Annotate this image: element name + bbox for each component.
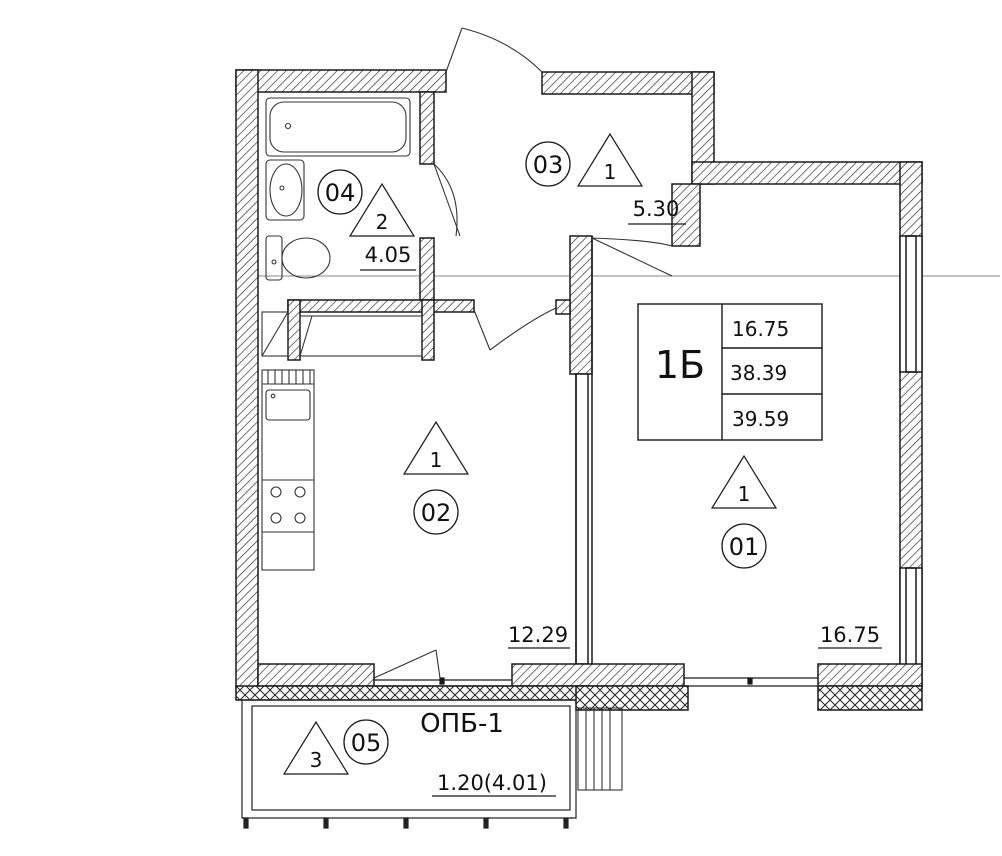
room-number: 05 (351, 729, 382, 757)
room-markers: 01 1 16.75 02 1 12.29 03 1 5.30 04 2 4.05 05 3 1.20(4.… (282, 132, 882, 797)
room-01: 01 1 16.75 (710, 454, 882, 649)
room-number-circle (525, 141, 571, 187)
room-category: 1 (430, 448, 443, 472)
room-area: 4.05 (365, 243, 412, 267)
total-area-with-balcony-value: 39.59 (732, 407, 789, 431)
kitchen-counter-icon (261, 369, 315, 571)
room-category: 2 (376, 210, 389, 234)
room-category-triangle (402, 420, 470, 475)
room-category: 1 (604, 160, 617, 184)
room-category-triangle (282, 720, 350, 775)
room-area: 12.29 (508, 623, 568, 647)
room-number: 04 (325, 179, 356, 207)
living-area-value: 16.75 (732, 317, 789, 341)
room-label: ОПБ-1 (420, 709, 504, 739)
room-number-circle (343, 719, 389, 765)
room-04: 04 2 4.05 (317, 169, 416, 271)
room-category: 3 (310, 748, 323, 772)
apartment-type-label: 1Б (655, 343, 705, 387)
windows (374, 677, 818, 687)
toilet-icon (265, 235, 331, 281)
room-category-triangle (348, 182, 416, 237)
room-category-triangle (576, 132, 644, 187)
room-category-triangle (710, 454, 778, 509)
room-number-circle (317, 169, 363, 215)
bathtub-icon (265, 97, 411, 157)
room-number: 02 (421, 499, 452, 527)
room-area: 16.75 (820, 623, 880, 647)
room-area: 1.20(4.01) (437, 771, 547, 795)
walls (235, 69, 923, 711)
room-02: 02 1 12.29 (402, 420, 570, 649)
fixtures (261, 97, 423, 571)
balcony (241, 699, 623, 829)
room-number: 03 (533, 151, 564, 179)
total-area-value: 38.39 (730, 361, 787, 385)
sink-icon (265, 159, 305, 221)
room-area: 5.30 (633, 197, 680, 221)
room-number-circle (721, 523, 767, 569)
doors (373, 27, 673, 679)
room-number: 01 (729, 533, 760, 561)
room-03: 03 1 5.30 (525, 132, 686, 225)
room-category: 1 (738, 482, 751, 506)
room-05: 05 3 1.20(4.01) ОПБ-1 (282, 709, 556, 797)
room-number-circle (413, 489, 459, 535)
apartment-info-table: 1Б 16.75 38.39 39.59 (637, 303, 823, 441)
